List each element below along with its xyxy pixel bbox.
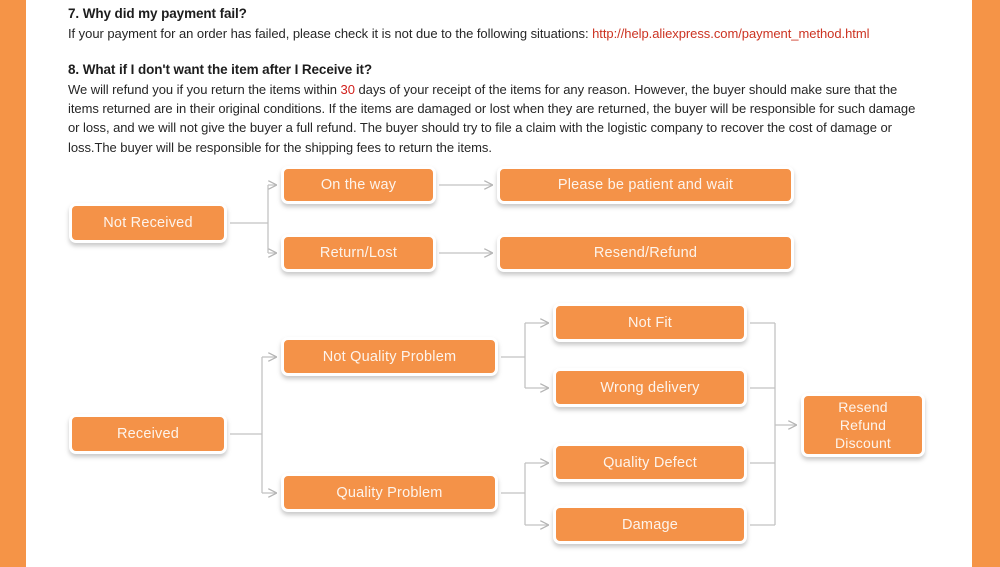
node-not-fit[interactable]: Not Fit [553, 303, 747, 342]
refund-days-highlight: 30 [340, 82, 355, 97]
faq-8-body: We will refund you if you return the ite… [68, 80, 920, 157]
node-not-quality-problem[interactable]: Not Quality Problem [281, 337, 498, 376]
faq-8-heading: 8. What if I don't want the item after I… [68, 62, 373, 77]
faq-8-body-text-before: We will refund you if you return the ite… [68, 82, 341, 97]
faq-item-7: 7. Why did my payment fail? If your paym… [68, 6, 924, 43]
node-please-be-patient-and-wait[interactable]: Please be patient and wait [497, 166, 794, 204]
node-wrong-delivery[interactable]: Wrong delivery [553, 368, 747, 407]
faq-item-8: 8. What if I don't want the item after I… [68, 62, 920, 157]
page-left-accent-bar [0, 0, 26, 567]
faq-7-body: If your payment for an order has failed,… [68, 24, 924, 43]
faq-7-heading: 7. Why did my payment fail? [68, 6, 247, 21]
node-resend-refund-discount[interactable]: Resend Refund Discount [801, 393, 925, 457]
footer-cutoff-text [68, 557, 588, 567]
node-received[interactable]: Received [69, 414, 227, 454]
node-return-lost[interactable]: Return/Lost [281, 234, 436, 272]
page-right-accent-bar [972, 0, 1000, 567]
faq-7-body-text: If your payment for an order has failed,… [68, 26, 593, 41]
node-resend-refund[interactable]: Resend/Refund [497, 234, 794, 272]
node-not-received[interactable]: Not Received [69, 203, 227, 243]
payment-method-link[interactable]: http://help.aliexpress.com/payment_metho… [592, 26, 870, 41]
node-damage[interactable]: Damage [553, 505, 747, 544]
node-on-the-way[interactable]: On the way [281, 166, 436, 204]
faq-8-body-text-after: days of your receipt of the items for an… [68, 82, 916, 155]
node-quality-defect[interactable]: Quality Defect [553, 443, 747, 482]
node-quality-problem[interactable]: Quality Problem [281, 473, 498, 512]
